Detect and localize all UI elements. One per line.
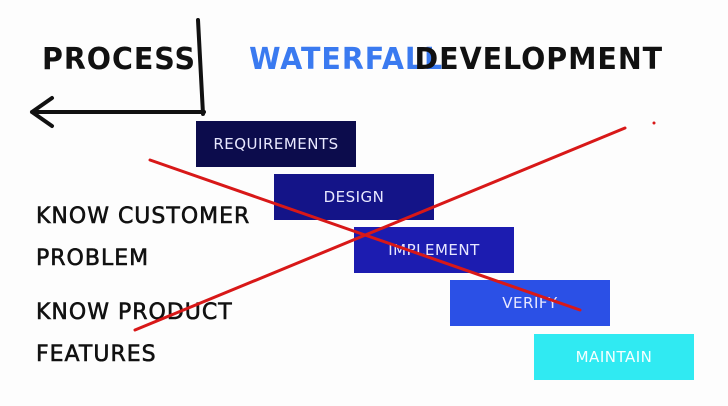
note-product-features: Know product features <box>36 300 233 368</box>
development-label: Development <box>414 42 664 77</box>
red-dot <box>652 121 656 125</box>
stage-requirements: Requirements <box>196 121 356 167</box>
note-customer-problem: Know customer problem <box>36 204 251 272</box>
stage-maintain: Maintain <box>534 334 694 380</box>
waterfall-label: Waterfall <box>249 42 444 77</box>
process-label: Process <box>42 42 196 77</box>
divider-line <box>196 18 205 116</box>
stage-implement: Implement <box>354 227 514 273</box>
strike-line-2 <box>133 126 627 332</box>
stage-verify: Verify <box>450 280 610 326</box>
arrow-left-icon <box>30 96 206 128</box>
